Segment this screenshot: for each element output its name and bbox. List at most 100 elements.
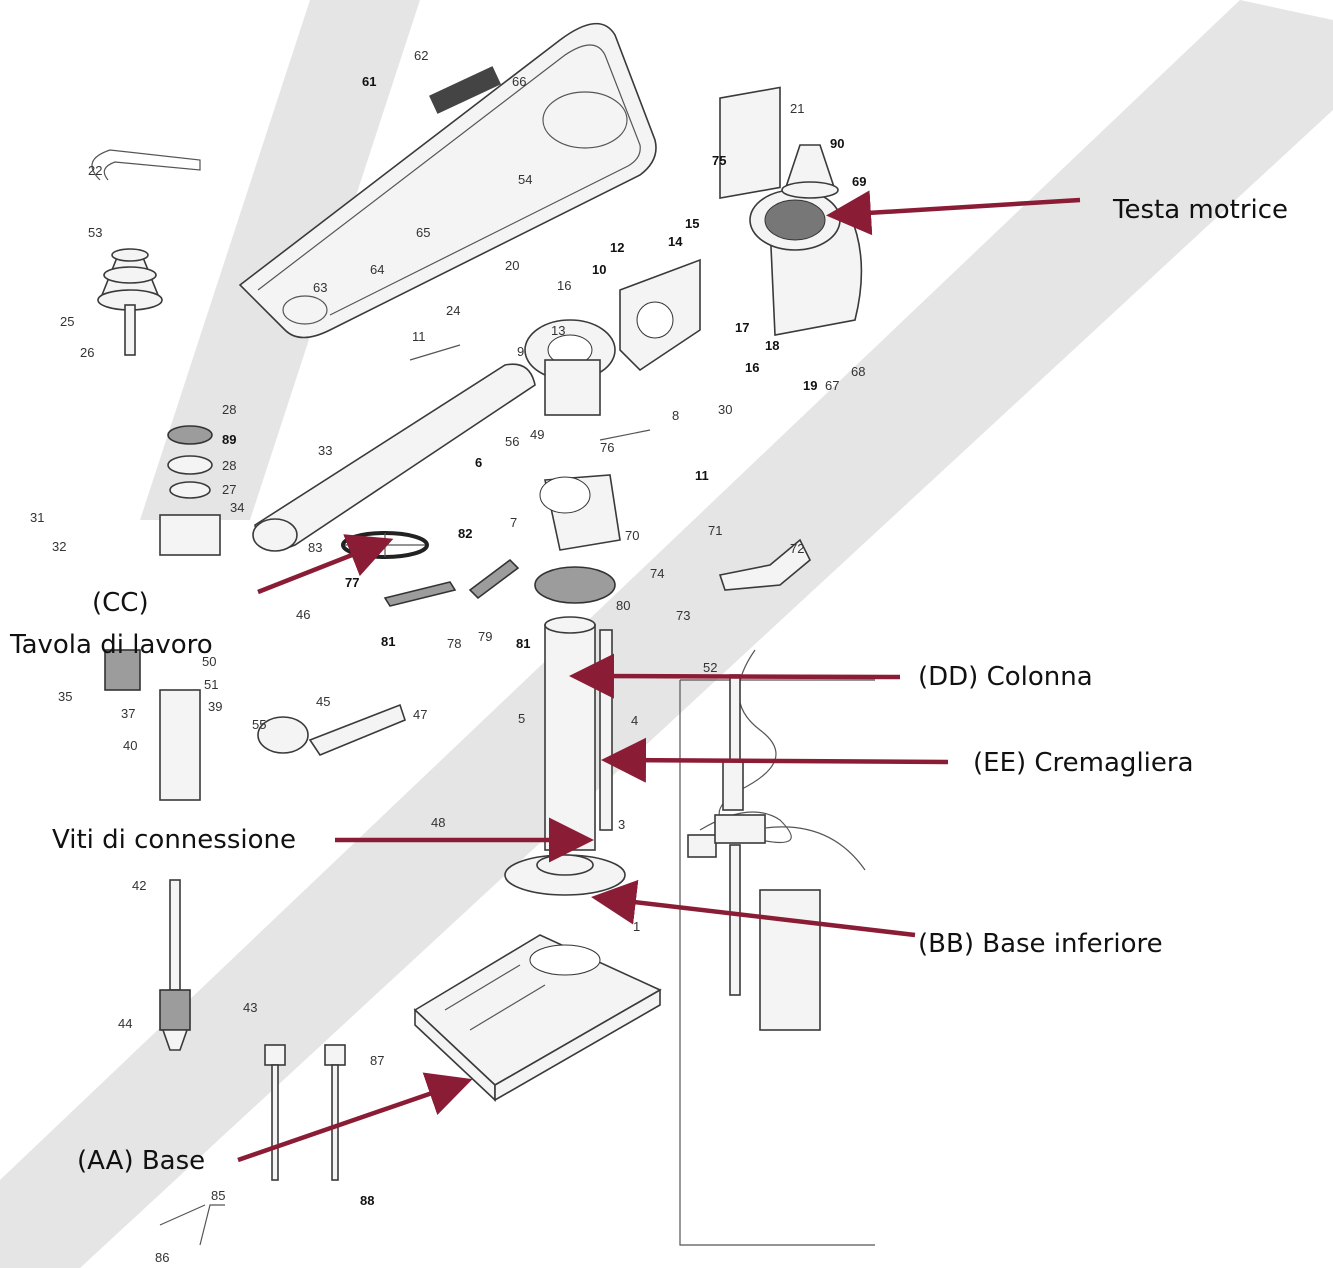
part-number-78: 78 <box>447 636 461 651</box>
part-number-56: 56 <box>505 434 519 449</box>
part-number-55: 55 <box>252 717 266 732</box>
part-number-44: 44 <box>118 1016 132 1031</box>
inset-box <box>679 674 875 1246</box>
quill-assembly <box>104 649 406 801</box>
part-number-67: 67 <box>825 378 839 393</box>
part-number-16: 16 <box>557 278 571 293</box>
part-number-28: 28 <box>222 458 236 473</box>
quill-tube <box>252 363 536 552</box>
crank-handle <box>718 538 811 591</box>
part-number-43: 43 <box>243 1000 257 1015</box>
rack <box>599 629 613 831</box>
part-number-48: 48 <box>431 815 445 830</box>
part-number-25: 25 <box>60 314 74 329</box>
hex-keys <box>159 1204 225 1246</box>
part-number-18: 18 <box>765 338 779 353</box>
part-number-22: 22 <box>88 163 102 178</box>
part-number-17: 17 <box>735 320 749 335</box>
part-number-50: 50 <box>202 654 216 669</box>
table-bracket <box>539 474 621 551</box>
part-number-76: 76 <box>600 440 614 455</box>
part-number-42: 42 <box>132 878 146 893</box>
part-number-26: 26 <box>80 345 94 360</box>
part-number-6: 6 <box>475 455 482 470</box>
part-number-31: 31 <box>30 510 44 525</box>
label-cremagliera: (EE) Cremagliera <box>973 748 1194 778</box>
part-number-90: 90 <box>830 136 844 151</box>
part-number-21: 21 <box>790 101 804 116</box>
part-number-39: 39 <box>208 699 222 714</box>
part-number-63: 63 <box>313 280 327 295</box>
part-number-13: 13 <box>551 323 565 338</box>
part-number-19: 19 <box>803 378 817 393</box>
part-number-81: 81 <box>516 636 530 651</box>
part-number-33: 33 <box>318 443 332 458</box>
part-number-86: 86 <box>155 1250 169 1265</box>
part-number-65: 65 <box>416 225 430 240</box>
motor-bracket <box>619 258 701 372</box>
label-colonna: (DD) Colonna <box>918 662 1093 692</box>
part-number-81: 81 <box>381 634 395 649</box>
part-number-69: 69 <box>852 174 866 189</box>
part-number-54: 54 <box>518 172 532 187</box>
part-number-61: 61 <box>362 74 376 89</box>
part-number-64: 64 <box>370 262 384 277</box>
label-base: (AA) Base <box>77 1146 206 1176</box>
part-number-11: 11 <box>412 329 426 344</box>
label-tavola-code: (CC) <box>92 588 149 618</box>
part-number-52: 52 <box>703 660 717 675</box>
part-number-73: 73 <box>676 608 690 623</box>
mounting-bolts <box>264 1044 346 1181</box>
part-number-24: 24 <box>446 303 460 318</box>
arrow-base <box>237 1072 473 1163</box>
bearings <box>159 425 221 556</box>
power-cord <box>687 649 792 858</box>
base-plate <box>413 934 662 1102</box>
lever-77 <box>383 581 457 607</box>
spindle-pulley <box>97 248 163 356</box>
part-number-28: 28 <box>222 402 236 417</box>
part-number-32: 32 <box>52 539 66 554</box>
part-number-68: 68 <box>851 364 865 379</box>
label-tavola-name: Tavola di lavoro <box>10 630 213 660</box>
part-number-11: 11 <box>695 468 709 483</box>
arrow-cremagliera <box>601 737 949 783</box>
belt-guard-cover <box>238 22 657 339</box>
belt <box>91 149 201 181</box>
part-number-4: 4 <box>631 713 638 728</box>
motor <box>719 86 863 336</box>
lever-82 <box>468 558 520 600</box>
arrow-tavola <box>257 534 394 595</box>
part-number-85: 85 <box>211 1188 225 1203</box>
part-number-49: 49 <box>530 427 544 442</box>
part-number-30: 30 <box>718 402 732 417</box>
guard-logo-plate <box>429 66 501 114</box>
part-number-47: 47 <box>413 707 427 722</box>
part-number-71: 71 <box>708 523 722 538</box>
part-number-20: 20 <box>505 258 519 273</box>
part-number-45: 45 <box>316 694 330 709</box>
part-number-5: 5 <box>518 711 525 726</box>
part-number-3: 3 <box>618 817 625 832</box>
part-number-75: 75 <box>712 153 726 168</box>
spindle-chuck <box>159 879 191 1051</box>
arrow-testa-motrice <box>826 190 1081 236</box>
part-number-9: 9 <box>517 344 524 359</box>
label-testa-motrice: Testa motrice <box>1113 195 1289 225</box>
part-number-70: 70 <box>625 528 639 543</box>
part-number-87: 87 <box>370 1053 384 1068</box>
part-number-27: 27 <box>222 482 236 497</box>
arrow-base-inferiore <box>591 879 916 938</box>
part-number-40: 40 <box>123 738 137 753</box>
part-number-66: 66 <box>512 74 526 89</box>
part-number-16: 16 <box>745 360 759 375</box>
part-number-labels: 62 61 66 21 90 69 22 75 54 15 53 14 12 1… <box>30 48 866 1265</box>
part-number-10: 10 <box>592 262 606 277</box>
part-number-62: 62 <box>414 48 428 63</box>
label-viti: Viti di connessione <box>52 825 296 855</box>
part-number-1: 1 <box>633 919 640 934</box>
part-number-72: 72 <box>790 541 804 556</box>
part-number-34: 34 <box>230 500 244 515</box>
part-number-88: 88 <box>360 1193 374 1208</box>
